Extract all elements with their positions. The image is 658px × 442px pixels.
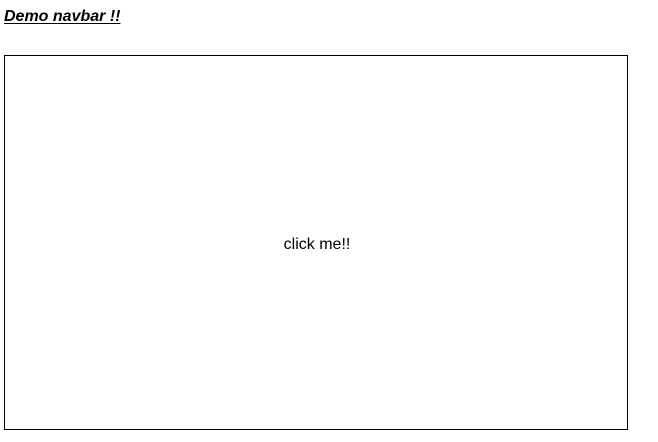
click-me-box[interactable]: click me!! [4,55,628,430]
page-title: Demo navbar !! [4,8,121,25]
click-me-label: click me!! [283,235,351,253]
